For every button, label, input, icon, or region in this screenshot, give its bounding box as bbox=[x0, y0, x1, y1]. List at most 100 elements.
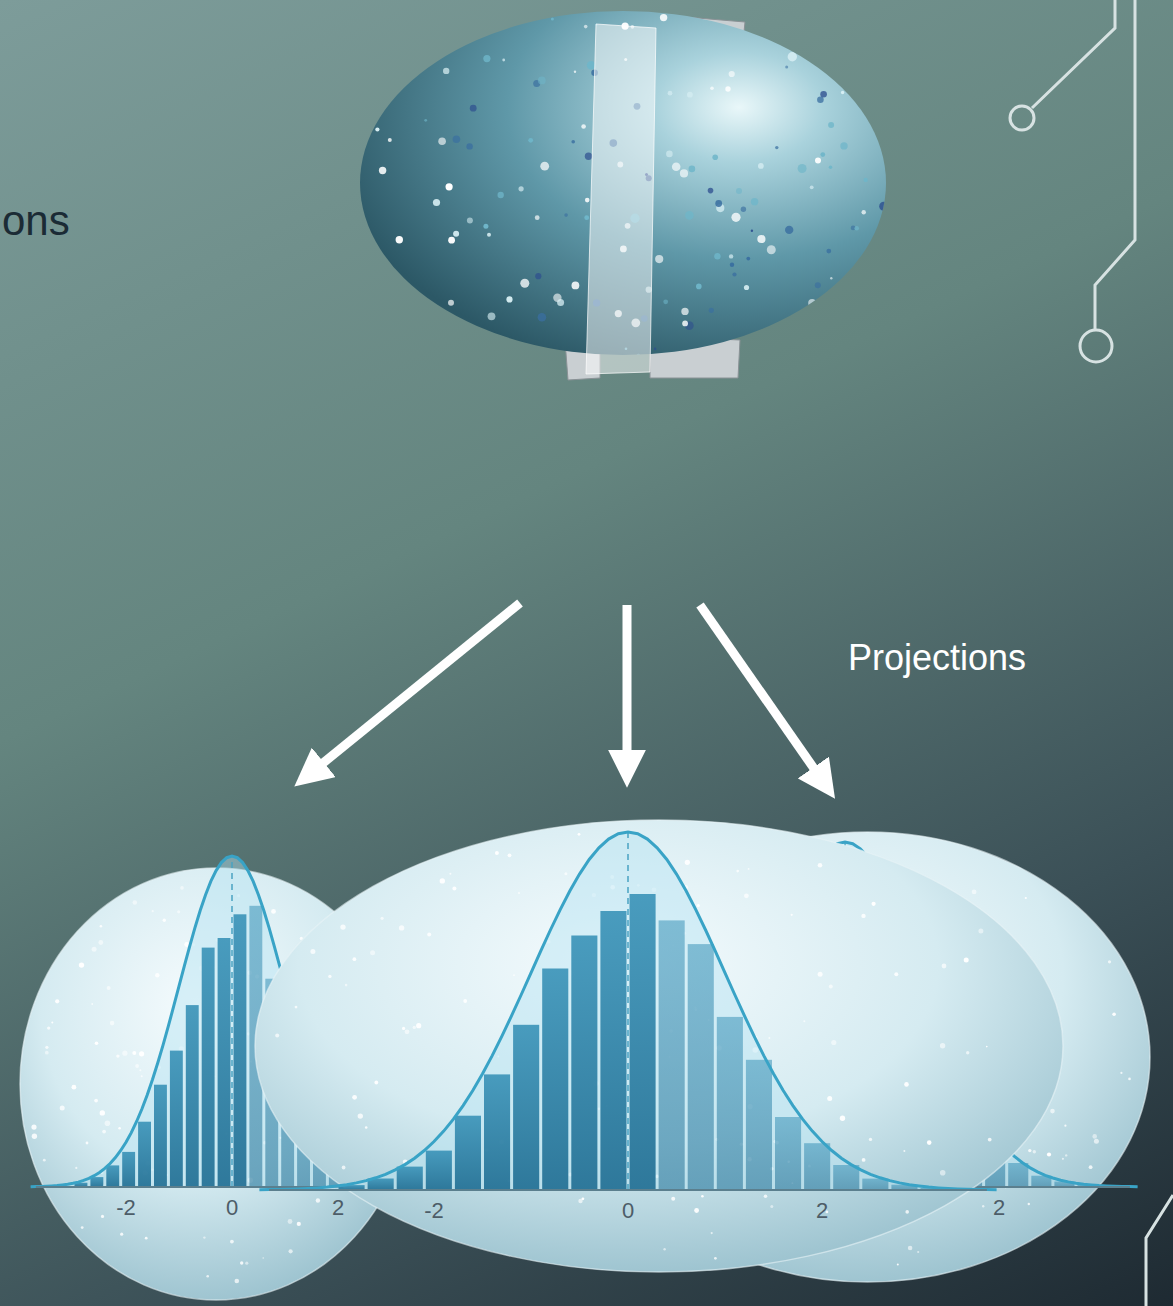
sphere-dot bbox=[448, 237, 455, 244]
sphere-dot bbox=[829, 35, 837, 43]
sphere-dot bbox=[715, 200, 722, 207]
gaussian-curve bbox=[259, 832, 996, 1190]
projection-shape bbox=[255, 820, 1063, 1272]
mean-line bbox=[627, 832, 629, 1190]
sphere-dot bbox=[775, 146, 778, 149]
ellipse-outline bbox=[585, 832, 1150, 1282]
sphere-dot bbox=[388, 138, 392, 142]
sphere-dot bbox=[741, 207, 746, 212]
sphere-dot bbox=[535, 215, 540, 220]
sphere-dot bbox=[453, 231, 459, 237]
sphere-dot bbox=[429, 12, 432, 15]
sphere-dot bbox=[746, 257, 750, 261]
sphere-dot bbox=[862, 210, 866, 214]
sphere-dot bbox=[854, 226, 859, 231]
sphere-dot bbox=[467, 217, 473, 223]
sphere-dot bbox=[729, 71, 735, 77]
title-fragment: ons bbox=[2, 200, 70, 242]
sphere-dot bbox=[663, 299, 668, 304]
axis-line bbox=[269, 1189, 987, 1191]
sphere-dot bbox=[487, 233, 491, 237]
sphere-dot bbox=[585, 198, 590, 203]
sphere-dot bbox=[841, 91, 844, 94]
sphere-dot bbox=[712, 155, 718, 161]
sphere-dot bbox=[571, 140, 575, 144]
sphere-dot bbox=[446, 183, 453, 190]
sphere-dot bbox=[820, 91, 827, 98]
sphere-dot bbox=[710, 86, 714, 90]
sphere-dot bbox=[837, 11, 840, 14]
sphere-dot bbox=[502, 59, 505, 62]
sphere-dot bbox=[714, 253, 720, 259]
sphere-dot bbox=[376, 307, 381, 312]
sphere-dot bbox=[406, 342, 414, 350]
axis-tick-label: -2 bbox=[116, 1197, 136, 1219]
sphere-dot bbox=[864, 178, 868, 182]
sphere-dot bbox=[655, 255, 663, 263]
sphere-dot bbox=[709, 308, 714, 313]
sphere-dot bbox=[696, 284, 702, 290]
sphere-dot bbox=[540, 162, 549, 171]
annotation-label: Projections bbox=[848, 640, 1026, 676]
sphere-dot bbox=[785, 66, 788, 69]
sphere-dot bbox=[725, 86, 730, 91]
sphere-dot bbox=[879, 202, 888, 211]
sphere-dot bbox=[685, 211, 694, 220]
sphere-dot bbox=[379, 167, 386, 174]
sphere-dot bbox=[798, 164, 807, 173]
sphere-dot bbox=[401, 54, 411, 64]
sphere-dot bbox=[424, 119, 427, 122]
sphere-dot bbox=[840, 142, 847, 149]
sphere-dot bbox=[828, 122, 834, 128]
axis-tick-label: 0 bbox=[622, 1200, 634, 1222]
sphere-dot bbox=[751, 230, 753, 232]
sphere-dot bbox=[371, 83, 381, 93]
sphere-dot bbox=[680, 169, 688, 177]
sphere-dot bbox=[681, 308, 688, 315]
sphere-dot bbox=[528, 138, 533, 143]
sphere-dot bbox=[810, 185, 814, 189]
sphere-dot bbox=[797, 26, 804, 33]
sphere-dot bbox=[654, 348, 657, 351]
ellipse-outline bbox=[255, 820, 1063, 1272]
sphere-dot bbox=[535, 273, 541, 279]
sphere-dot bbox=[820, 152, 825, 157]
sphere-dot bbox=[448, 300, 454, 306]
sphere-dot bbox=[438, 137, 446, 145]
sphere-dot bbox=[666, 151, 673, 158]
sphere-dot bbox=[375, 127, 379, 131]
sphere-dot bbox=[815, 158, 821, 164]
sphere-slice bbox=[586, 24, 656, 374]
sphere-dot bbox=[447, 20, 456, 29]
projection-ellipse: -202 bbox=[255, 820, 1063, 1272]
axis-tick-label: 0 bbox=[226, 1197, 238, 1219]
sphere-dot bbox=[483, 224, 488, 229]
sphere-dot bbox=[758, 163, 764, 169]
sphere-dot bbox=[751, 198, 758, 205]
sphere-dot bbox=[551, 17, 554, 20]
speckles bbox=[631, 842, 1130, 1265]
sphere-dot bbox=[433, 199, 440, 206]
sphere-dot bbox=[488, 312, 496, 320]
axis-line bbox=[560, 1186, 1130, 1188]
sphere-dot bbox=[416, 15, 421, 20]
sphere-dot bbox=[757, 235, 765, 243]
sphere-dot bbox=[466, 143, 472, 149]
sphere-dot bbox=[860, 313, 866, 319]
sphere-dot bbox=[708, 188, 714, 194]
mean-line bbox=[231, 856, 233, 1187]
sphere-dot bbox=[873, 345, 882, 354]
histogram-bars bbox=[616, 904, 1098, 1187]
sphere-dot bbox=[362, 263, 369, 270]
sphere-dot bbox=[408, 30, 412, 34]
axis-tick-label: 2 bbox=[816, 1200, 828, 1222]
sphere-dot bbox=[404, 335, 410, 341]
sphere-dot bbox=[830, 277, 832, 279]
sphere-dot bbox=[672, 162, 681, 171]
sphere-dot bbox=[689, 166, 696, 173]
sphere-dot bbox=[882, 260, 888, 266]
projection-arrows bbox=[312, 603, 822, 780]
sphere-dot bbox=[873, 296, 878, 301]
sphere-dot bbox=[815, 282, 821, 288]
mean-line bbox=[844, 842, 846, 1187]
